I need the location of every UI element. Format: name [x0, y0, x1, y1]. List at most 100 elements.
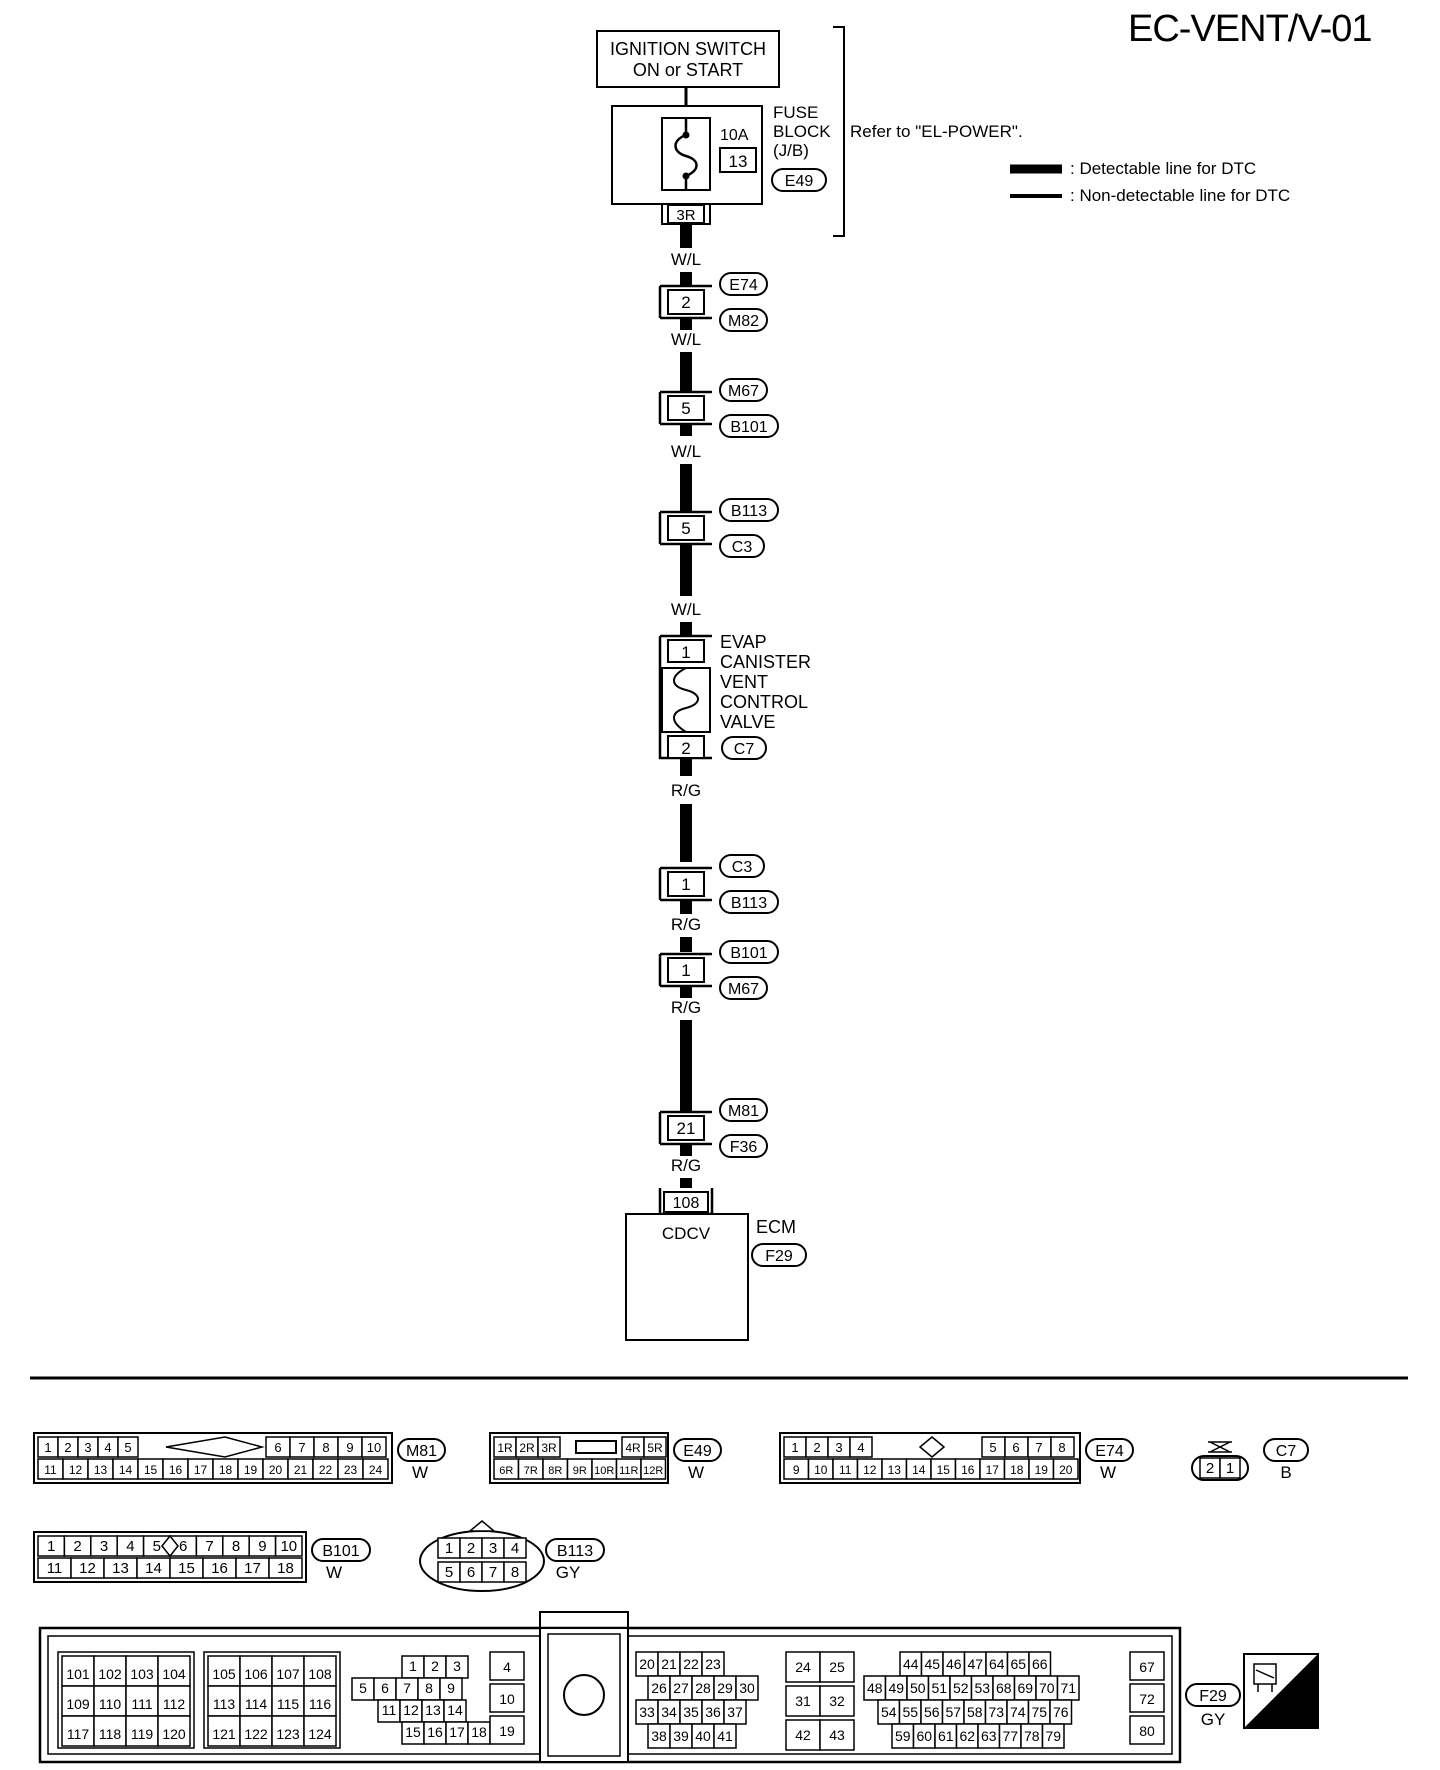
connector-tag: B101 [719, 414, 779, 438]
e74-pin: 2 [813, 1440, 820, 1455]
m81-cell [361, 1436, 387, 1458]
f29-pin: 75 [1031, 1704, 1047, 1720]
m81-pin: 9 [346, 1440, 353, 1455]
e74-pin: 5 [989, 1440, 996, 1455]
f29-pin: 110 [99, 1696, 122, 1712]
b101-pin: 7 [205, 1538, 213, 1555]
m81-pin: 18 [219, 1463, 233, 1477]
b113-pin: 4 [511, 1540, 519, 1557]
connector-tag: M67 [719, 976, 768, 1000]
f29-pin: 66 [1032, 1656, 1048, 1672]
f29-pin: 30 [739, 1680, 755, 1696]
connector-e74-face [779, 1432, 1081, 1484]
inline-connector: 5 [658, 390, 712, 426]
connector-tag-label: B113 [731, 503, 767, 520]
valve-name: CANISTER [720, 652, 811, 672]
c7-pin: 1 [1226, 1460, 1234, 1477]
f29-pin: 49 [888, 1680, 904, 1696]
f29-pin: 102 [98, 1666, 122, 1682]
e74-pin: 10 [814, 1463, 828, 1477]
f29-pin: 50 [910, 1680, 926, 1696]
inline-connector: 2 [658, 284, 712, 320]
connector-tag-outline [719, 890, 779, 914]
valve-connector-tag: C7 [721, 736, 767, 760]
connector-c7-color: B [1280, 1463, 1291, 1482]
connector-e49-tag: E49 [673, 1438, 722, 1462]
b101-pin: 17 [244, 1560, 261, 1577]
wire-color-code: R/G [671, 1156, 701, 1175]
f29-pin: 109 [66, 1696, 90, 1712]
f29-pin: 112 [163, 1696, 186, 1712]
connector-tag: E74 [719, 272, 768, 296]
connector-b101-face [33, 1531, 307, 1583]
e74-pin: 11 [839, 1463, 852, 1477]
f29-cell [489, 1683, 525, 1713]
f29-cell [61, 1715, 95, 1747]
f29-pin: 60 [916, 1728, 932, 1744]
e49-key-slot [575, 1440, 617, 1454]
inline-connector: 1 [658, 866, 712, 902]
fuse-block-label: FUSE [773, 103, 818, 122]
b101-pin: 12 [79, 1560, 96, 1577]
f29-pin: 72 [1139, 1691, 1155, 1707]
connector-tag: B101 [719, 940, 779, 964]
f29-pin: 51 [931, 1680, 947, 1696]
b101-pin: 11 [47, 1560, 63, 1577]
f29-pin: 5 [359, 1680, 367, 1696]
f29-pin: 113 [213, 1696, 236, 1712]
e49-pin: 6R [499, 1465, 513, 1477]
f29-pin: 105 [212, 1666, 236, 1682]
m81-pin: 11 [44, 1463, 57, 1477]
e49-pin: 12R [643, 1465, 663, 1477]
b101-pin: 14 [145, 1560, 162, 1577]
f29-pin: 22 [683, 1656, 699, 1672]
f29-pin: 56 [924, 1704, 940, 1720]
m81-pin: 21 [294, 1463, 308, 1477]
connector-e49-color: W [688, 1463, 704, 1482]
f29-pin: 68 [996, 1680, 1012, 1696]
f29-pin: 7 [403, 1680, 411, 1696]
f29-pin: 63 [981, 1728, 997, 1744]
f29-pin: 101 [66, 1666, 90, 1682]
ecm-connector-tag-label: F29 [765, 1248, 793, 1265]
e74-pin: 7 [1035, 1440, 1042, 1455]
f29-pin: 3 [453, 1658, 461, 1674]
f29-pin: 79 [1045, 1728, 1061, 1744]
ecm-terminal-box [663, 1191, 709, 1213]
e74-pin: 1 [791, 1440, 798, 1455]
connector-terminal: 2 [681, 293, 690, 312]
e74-pin: 12 [863, 1463, 877, 1477]
connector-terminal-box [667, 395, 705, 421]
b101-pin: 18 [277, 1560, 294, 1577]
m81-cell [362, 1458, 389, 1480]
b101-cell [268, 1557, 303, 1579]
f29-pin: 106 [244, 1666, 268, 1682]
wire-color-code: W/L [671, 600, 701, 619]
f29-cell [303, 1715, 337, 1747]
b101-pin: 8 [232, 1538, 240, 1555]
connector-f29-tag: F29 [1185, 1683, 1241, 1707]
e74-pin: 9 [793, 1463, 800, 1477]
connector-e49-tag-label: E49 [683, 1443, 712, 1460]
b101-pin: 3 [100, 1538, 108, 1555]
m81-cell [117, 1436, 139, 1458]
fuse-connector-tag-label: E49 [785, 173, 814, 190]
connector-tag: M82 [719, 308, 768, 332]
connector-e74-tag-outline [1085, 1438, 1134, 1462]
inline-connector: 5 [658, 510, 712, 546]
m81-pin: 16 [169, 1463, 183, 1477]
ecm-label: ECM [756, 1217, 796, 1237]
wire-color-code: R/G [671, 781, 701, 800]
e49-cell [537, 1436, 561, 1458]
f29-pin: 77 [1002, 1728, 1018, 1744]
f29-pin: 37 [727, 1704, 743, 1720]
evap-vent-valve: 12 [658, 634, 712, 760]
m81-pin: 23 [344, 1463, 358, 1477]
connector-terminal: 1 [681, 875, 690, 894]
f29-pin: 44 [903, 1656, 919, 1672]
f29-pin: 39 [673, 1728, 689, 1744]
e49-cell [643, 1436, 667, 1458]
e74-pin: 6 [1012, 1440, 1019, 1455]
m81-pin: 24 [369, 1463, 383, 1477]
f29-cell [207, 1685, 241, 1717]
